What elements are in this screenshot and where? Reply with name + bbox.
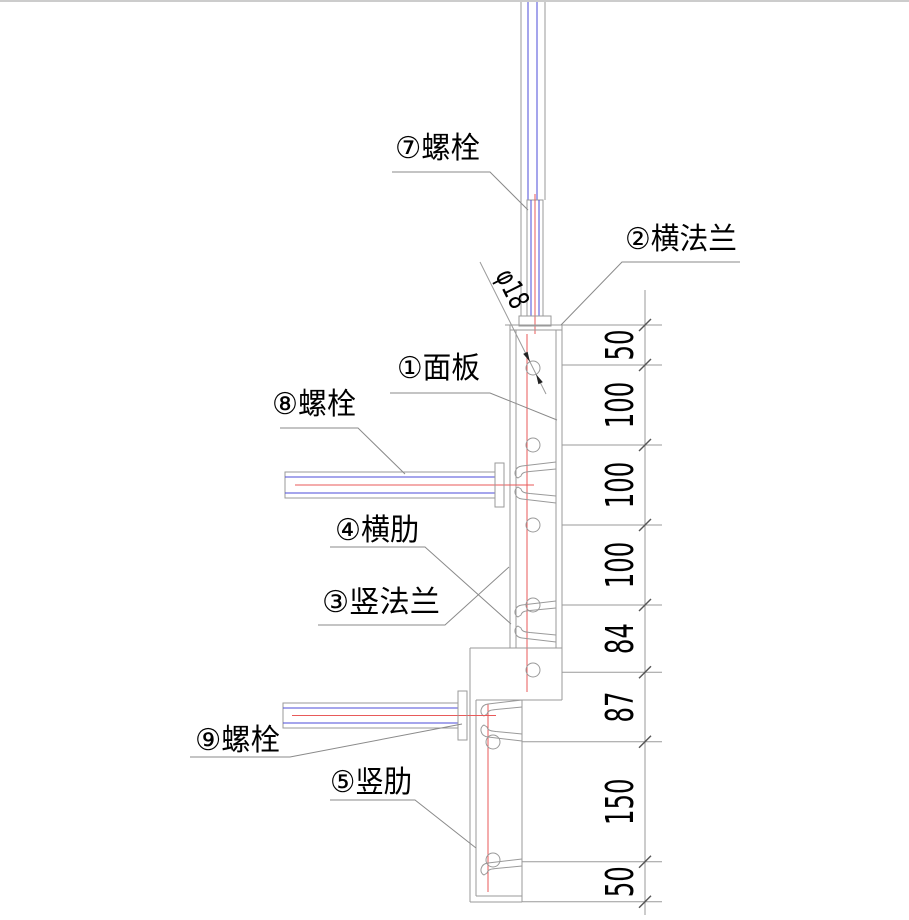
callout-leader bbox=[392, 171, 529, 211]
bolt-hole bbox=[525, 437, 541, 453]
callout-label: ⑧螺栓 bbox=[272, 387, 356, 422]
bolt-8 bbox=[284, 462, 534, 508]
callout-label: ③竖法兰 bbox=[322, 585, 440, 620]
callout-leader bbox=[330, 546, 512, 625]
dimension-value: 100 bbox=[598, 382, 642, 429]
callout-vertical-rib-5: ⑤竖肋 bbox=[330, 765, 477, 849]
diameter-dimension-line bbox=[479, 261, 547, 395]
dimension-tick bbox=[638, 438, 652, 452]
callout-vertical-flange-3: ③竖法兰 bbox=[318, 566, 510, 626]
bolt-hole bbox=[485, 852, 501, 868]
dimension-value: 84 bbox=[598, 623, 642, 654]
bolt-9-head bbox=[457, 690, 468, 741]
bolt-holes bbox=[485, 360, 541, 868]
callout-bolt-7: ⑦螺栓 bbox=[392, 131, 529, 211]
vertical-rib-channel-bottom bbox=[480, 858, 523, 876]
bolt-hole bbox=[485, 734, 501, 750]
callout-horizontal-flange-2: ②横法兰 bbox=[560, 222, 740, 326]
dimension-tick bbox=[638, 855, 652, 869]
callout-bolt-9: ⑨螺栓 bbox=[190, 723, 463, 758]
bolt-hole bbox=[525, 662, 541, 678]
callout-label: ⑦螺栓 bbox=[395, 131, 480, 166]
callout-leader bbox=[318, 566, 510, 626]
callout-leader bbox=[560, 261, 740, 326]
callout-label: ②横法兰 bbox=[625, 222, 737, 257]
callout-leader bbox=[280, 427, 406, 475]
dimension-chain: 50 100 100 100 84 87 150 50 bbox=[522, 290, 662, 915]
upper-panel-section bbox=[520, 2, 546, 316]
callout-bolt-8: ⑧螺栓 bbox=[272, 387, 406, 475]
callout-panel-1: ①面板 bbox=[390, 351, 558, 421]
dimension-value: 87 bbox=[598, 692, 642, 723]
callout-leader bbox=[390, 392, 558, 421]
dimension-tick bbox=[638, 665, 652, 679]
callout-label: ⑨螺栓 bbox=[195, 723, 280, 758]
dimension-tick bbox=[638, 318, 652, 332]
dimension-value: 50 bbox=[598, 866, 642, 897]
callout-horizontal-rib-4: ④横肋 bbox=[330, 513, 512, 625]
diameter-arrowhead bbox=[523, 351, 530, 362]
hole-diameter-dimension: φ18 bbox=[479, 261, 547, 395]
bolt-7-nut bbox=[518, 315, 552, 327]
dimension-value: 150 bbox=[598, 779, 642, 826]
callout-leader bbox=[190, 723, 463, 758]
horizontal-rib-channel-lower bbox=[514, 600, 557, 643]
dimension-tick bbox=[638, 518, 652, 532]
dimension-tick bbox=[638, 358, 652, 372]
dimension-value: 100 bbox=[598, 542, 642, 589]
bolt-9 bbox=[282, 690, 496, 741]
callout-label: ④横肋 bbox=[335, 513, 419, 548]
callout-label: ①面板 bbox=[397, 351, 480, 386]
bolt-hole bbox=[525, 517, 541, 533]
dimension-tick bbox=[638, 895, 652, 909]
bolt-hole bbox=[525, 597, 541, 613]
bolt-8-head bbox=[494, 462, 505, 508]
dimension-value: 50 bbox=[598, 330, 642, 361]
diameter-arrowhead bbox=[536, 374, 543, 385]
callout-leader bbox=[330, 799, 477, 849]
main-panel bbox=[505, 324, 566, 700]
callout-label: ⑤竖肋 bbox=[330, 765, 412, 800]
dimension-tick bbox=[638, 598, 652, 612]
horizontal-rib-channel-upper bbox=[514, 461, 557, 504]
dimension-value: 100 bbox=[598, 462, 642, 509]
bolt-hole bbox=[525, 360, 541, 376]
rib-channels bbox=[480, 461, 557, 876]
dimension-tick bbox=[638, 735, 652, 749]
diameter-text: φ18 bbox=[489, 263, 536, 314]
vertical-rib-channel-top bbox=[480, 699, 523, 742]
bolt-7 bbox=[518, 194, 552, 334]
